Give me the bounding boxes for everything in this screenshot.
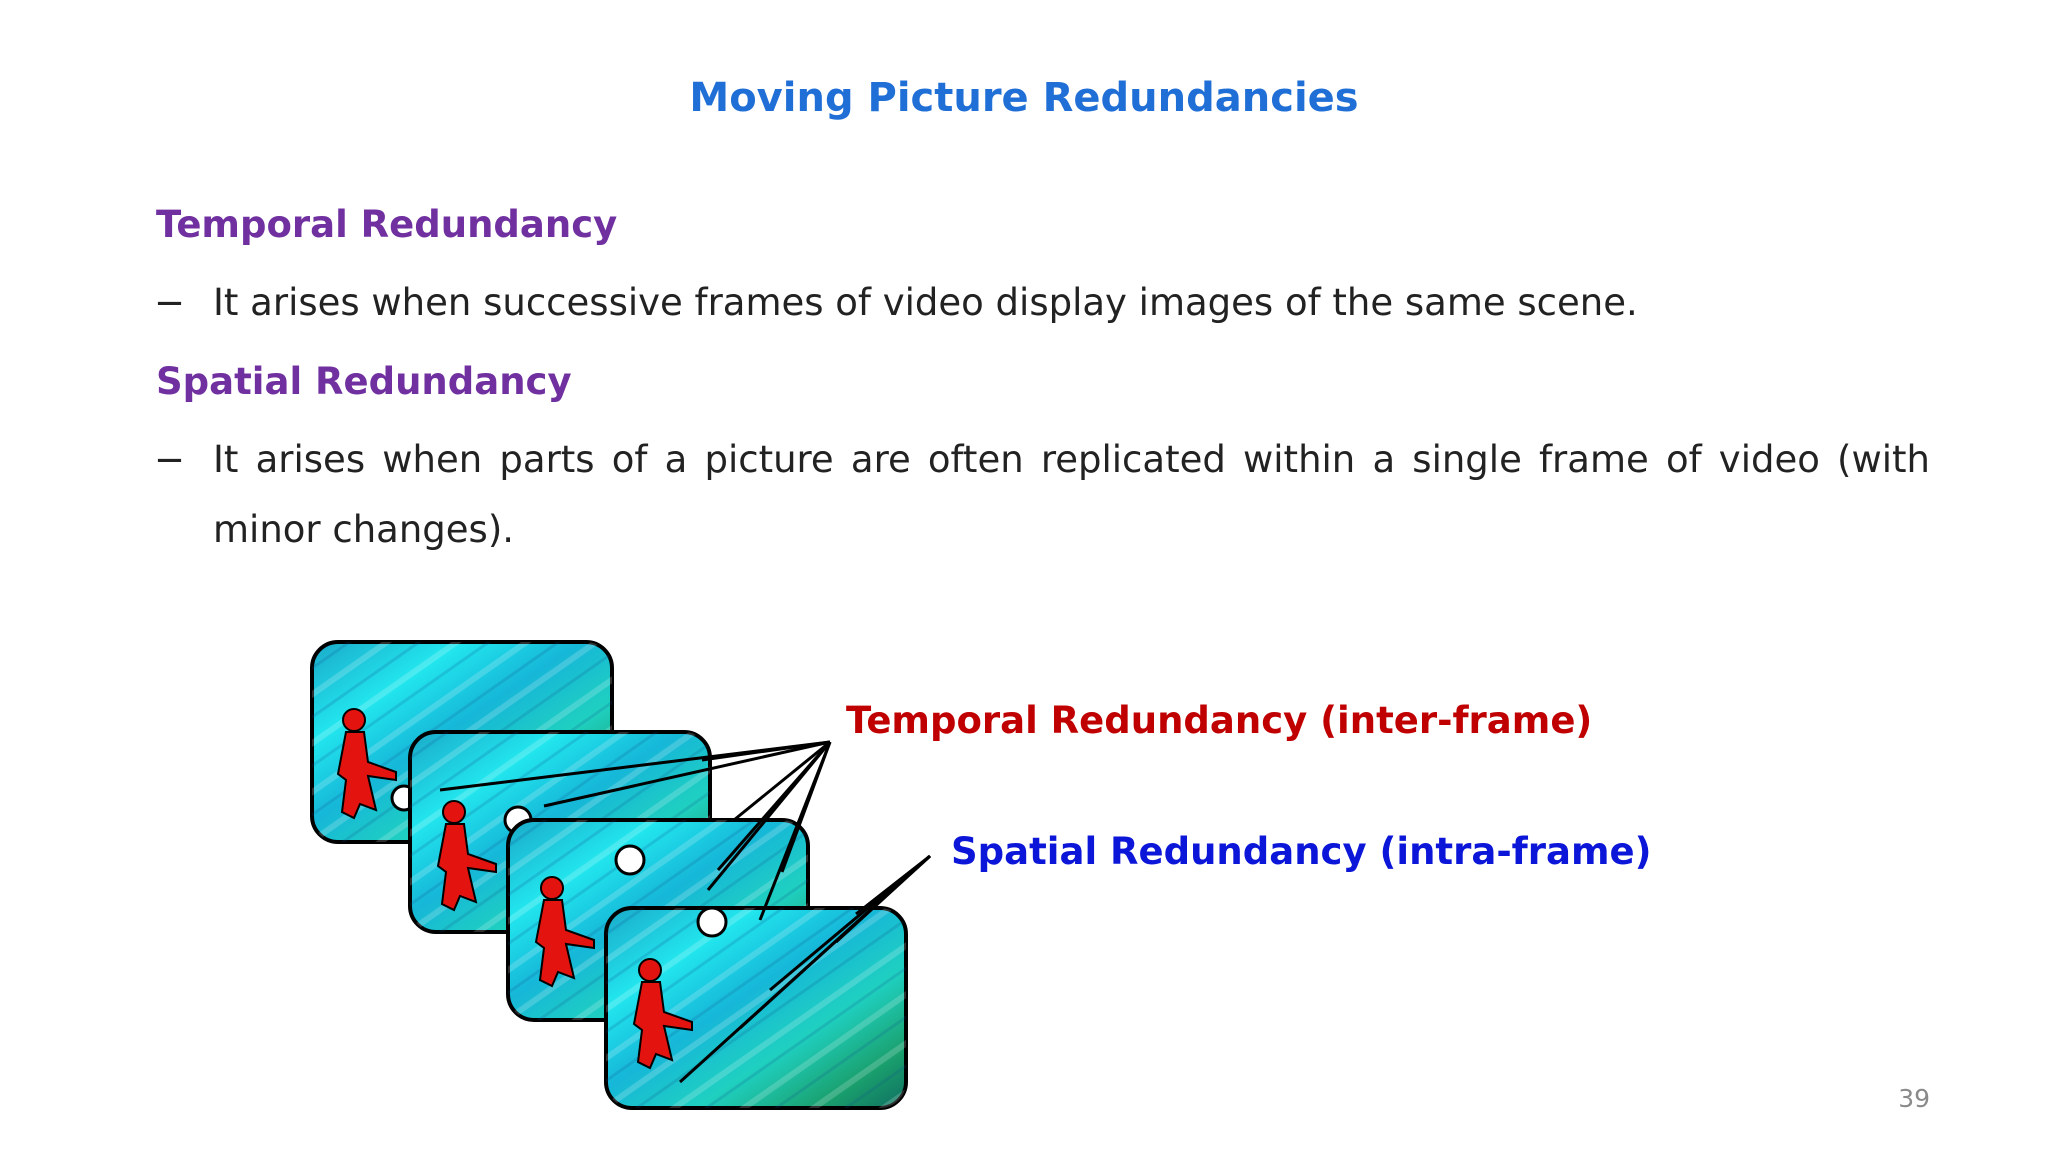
temporal-pointer-lines <box>439 740 832 921</box>
spatial-pointer-lines <box>678 854 932 1084</box>
temporal-redundancy-label: Temporal Redundancy (inter-frame) <box>846 699 1593 742</box>
bullet-marker: − <box>154 438 186 481</box>
spatial-redundancy-bullet: It arises when parts of a picture are of… <box>213 438 1930 551</box>
video-frames-illustration <box>310 640 932 1110</box>
video-frame-3 <box>506 818 810 1022</box>
temporal-redundancy-heading: Temporal Redundancy <box>156 203 618 246</box>
spatial-redundancy-label: Spatial Redundancy (intra-frame) <box>951 830 1652 873</box>
video-frame-4 <box>604 906 908 1110</box>
temporal-redundancy-bullet: It arises when successive frames of vide… <box>213 281 1638 324</box>
bullet-marker: − <box>154 281 186 324</box>
slide-title: Moving Picture Redundancies <box>689 75 1359 121</box>
spatial-redundancy-heading: Spatial Redundancy <box>156 360 572 403</box>
page-number: 39 <box>1898 1084 1930 1113</box>
